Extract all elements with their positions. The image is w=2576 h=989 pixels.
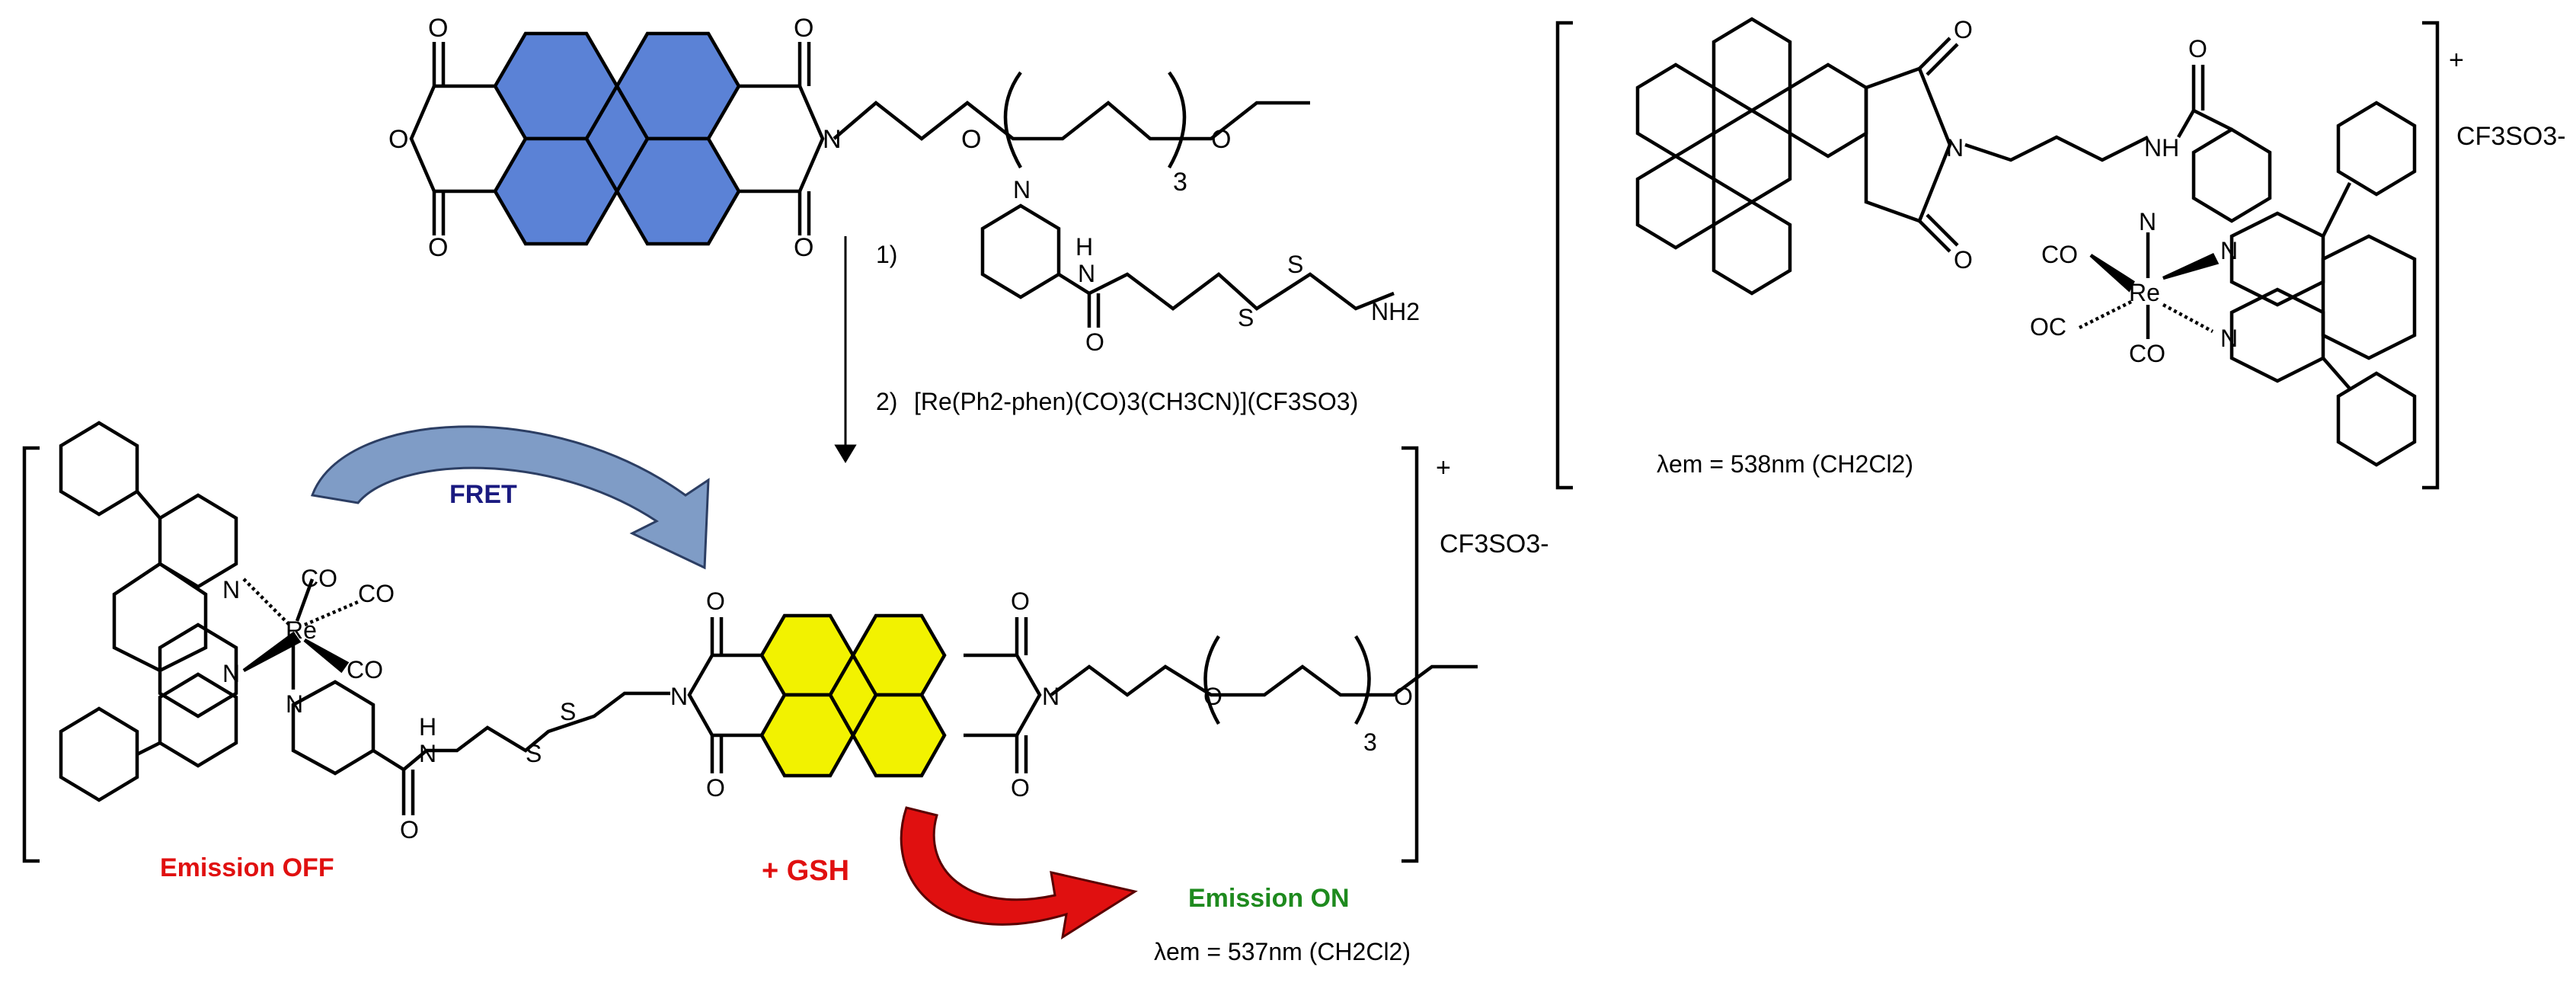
atom-N: N: [823, 125, 842, 154]
atom-N: N: [1946, 134, 1964, 162]
ref-bracket-left: [1555, 21, 1573, 490]
gsh-label: + GSH: [762, 855, 849, 887]
gsh-arrow: [900, 806, 1138, 940]
carbonyl-ligand: CO: [301, 565, 337, 592]
atom-H: H: [419, 713, 436, 741]
emission-off-label: Emission OFF: [160, 853, 334, 882]
carbonyl-ligand: CO: [2041, 241, 2078, 268]
product-atoms: N N Re CO CO CO N H N O S S O N O O N O …: [222, 565, 1413, 843]
atom-O: O: [1085, 328, 1104, 356]
rhenium: Re: [2129, 279, 2160, 306]
lambda-emission-main: λem = 537nm (CH2Cl2): [1154, 938, 1411, 965]
atom-H: H: [1075, 233, 1093, 261]
atom-S: S: [560, 698, 576, 725]
atom-O: O: [706, 774, 725, 802]
reference-atoms: O N O NH O N CO Re OC CO N N: [1946, 16, 2238, 367]
starting-material-atoms: O O O O N O O 3 O: [388, 14, 1231, 262]
reagent-2-formula: [Re(Ph2-phen)(CO)3(CH3CN)](CF3SO3): [914, 388, 1358, 415]
atom-O: O: [794, 14, 813, 43]
anhydride-ring: [409, 84, 495, 194]
atom-N: N: [2139, 208, 2156, 235]
amide-nh: NH: [2144, 134, 2179, 162]
atom-O: O: [1011, 587, 1030, 615]
bracket-right: [1401, 446, 1419, 863]
perylene-core-yellow: [759, 613, 947, 778]
atom-O: O: [1211, 125, 1231, 154]
perylene-core-blue: [493, 31, 741, 246]
atom-N: N: [222, 576, 240, 603]
atom-N: N: [1042, 683, 1059, 710]
atom-O: O: [1394, 683, 1413, 710]
reaction-arrow: [834, 236, 857, 463]
atom-O: O: [2188, 35, 2207, 62]
atom-O: O: [794, 233, 813, 262]
atom-O: O: [428, 233, 448, 262]
imide-ring-top: [739, 84, 825, 194]
carbonyl-ligand: OC: [2030, 313, 2066, 341]
atom-O: O: [1011, 774, 1030, 802]
atom-S: S: [1287, 251, 1303, 278]
peg-chain-main: [1050, 664, 1478, 697]
peg-bracket-close-top: [1168, 71, 1187, 169]
atom-N: N: [419, 740, 436, 767]
atom-N: N: [286, 690, 303, 718]
reference-complex: [1555, 17, 2440, 490]
peg-bracket-open-main: [1203, 635, 1220, 725]
atom-N: N: [222, 660, 240, 687]
imide-ring-right: [964, 653, 1042, 738]
charge-plus: +: [1436, 453, 1451, 482]
peg-repeat-count: 3: [1363, 728, 1377, 756]
reagents: 1) 2) [Re(Ph2-phen)(CO)3(CH3CN)](CF3SO3): [876, 241, 1358, 415]
peg-chain-top: [833, 101, 1310, 141]
starting-material: [409, 31, 1310, 246]
main-counterion: + CF3SO3-: [1436, 453, 1549, 559]
fret-label: FRET: [449, 480, 517, 509]
counterion: CF3SO3-: [2456, 122, 2566, 151]
lambda-emission-reference: λem = 538nm (CH2Cl2): [1657, 450, 1913, 478]
annotations: Emission OFF + GSH Emission ON: [160, 853, 1350, 913]
rhenium: Re: [286, 616, 317, 644]
atom-N: N: [2220, 237, 2238, 264]
atom-N: N: [1013, 176, 1031, 203]
carbonyl-ligand: CO: [358, 580, 395, 607]
atom-O: O: [1954, 16, 1973, 43]
peg-bracket-open-top: [1003, 71, 1022, 169]
atom-N: N: [2220, 325, 2238, 352]
carbonyl-ligand: CO: [347, 656, 383, 683]
peg-bracket-close-main: [1354, 635, 1371, 725]
step-2-label: 2): [876, 388, 897, 415]
reagent-1-atoms: N H N O S S NH2: [1013, 176, 1420, 356]
step-1-label: 1): [876, 241, 897, 268]
reference-counterion: + CF3SO3-: [2449, 46, 2566, 151]
atom-N: N: [670, 683, 688, 710]
atom-O: O: [1954, 246, 1973, 274]
atom-N: N: [1078, 260, 1095, 287]
atom-O: O: [961, 125, 981, 154]
product-complex: [22, 421, 1478, 863]
emission-on-label: Emission ON: [1188, 884, 1350, 913]
counterion: CF3SO3-: [1440, 530, 1549, 559]
amine-group: NH2: [1371, 298, 1420, 325]
atom-O: O: [1203, 683, 1222, 710]
carbonyl-ligand: CO: [2129, 340, 2165, 367]
imide-ring-left: [687, 653, 765, 738]
atom-S: S: [1238, 304, 1254, 331]
peg-repeat-count: 3: [1173, 168, 1187, 197]
atom-O: O: [428, 14, 448, 43]
atom-O: O: [388, 125, 408, 154]
charge-plus: +: [2449, 46, 2464, 75]
atom-O: O: [400, 816, 419, 843]
fret-arrow: [310, 425, 710, 570]
reagent-1-structure: [980, 203, 1395, 328]
bracket-left: [22, 446, 40, 863]
atom-O: O: [706, 587, 725, 615]
ref-bracket-right: [2422, 21, 2440, 490]
atom-S: S: [526, 740, 542, 767]
